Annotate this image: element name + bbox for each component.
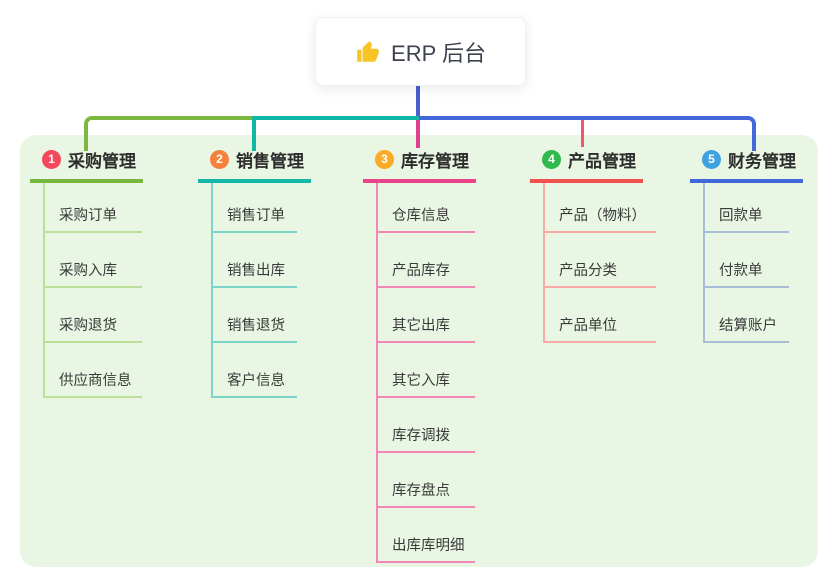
branch-purchase: 1 采购管理 采购订单采购入库采购退货供应商信息 (30, 147, 143, 398)
branch-index-badge: 2 (210, 150, 229, 169)
child-label: 采购退货 (59, 318, 117, 334)
branch-children: 采购订单采购入库采购退货供应商信息 (43, 183, 142, 398)
child-label: 采购订单 (59, 208, 117, 224)
child-node[interactable]: 库存盘点 (378, 453, 475, 508)
child-label: 库存盘点 (392, 483, 450, 499)
branch-header-product[interactable]: 4 产品管理 (530, 147, 643, 183)
branch-sales: 2 销售管理 销售订单销售出库销售退货客户信息 (198, 147, 311, 398)
child-label: 销售订单 (227, 208, 285, 224)
child-label: 库存调拨 (392, 428, 450, 444)
child-node[interactable]: 付款单 (705, 233, 789, 288)
connector-branch-purchase (84, 116, 256, 151)
branch-label: 财务管理 (728, 152, 796, 171)
child-node[interactable]: 销售出库 (213, 233, 297, 288)
branch-children: 产品（物料） 产品分类产品单位 (543, 183, 656, 343)
branch-header-finance[interactable]: 5 财务管理 (690, 147, 803, 183)
connector-branch-inventory-drop (416, 120, 420, 148)
child-node[interactable]: 仓库信息 (378, 183, 475, 233)
child-node[interactable]: 供应商信息 (45, 343, 142, 398)
child-label: 其它入库 (392, 373, 450, 389)
branch-children: 回款单付款单结算账户 (703, 183, 789, 343)
connector-branch-product-drop (581, 120, 584, 147)
child-label: 产品（物料） (559, 208, 646, 224)
root-node[interactable]: ERP 后台 (315, 17, 526, 86)
connector-root-vertical (416, 84, 420, 117)
child-label: 销售出库 (227, 263, 285, 279)
child-label: 回款单 (719, 208, 763, 224)
child-label: 产品单位 (559, 318, 617, 334)
branch-children: 销售订单销售出库销售退货客户信息 (211, 183, 297, 398)
child-node[interactable]: 产品分类 (545, 233, 656, 288)
branch-children: 仓库信息产品库存其它出库其它入库库存调拨库存盘点出库库明细 (376, 183, 475, 563)
child-node[interactable]: 产品（物料） (545, 183, 656, 233)
child-node[interactable]: 出库库明细 (378, 508, 475, 563)
branches-panel (20, 135, 818, 567)
child-label: 出库库明细 (392, 538, 465, 554)
branch-label: 库存管理 (401, 152, 469, 171)
branch-header-purchase[interactable]: 1 采购管理 (30, 147, 143, 183)
child-label: 采购入库 (59, 263, 117, 279)
child-node[interactable]: 产品单位 (545, 288, 656, 343)
child-label: 付款单 (719, 263, 763, 279)
child-label: 其它出库 (392, 318, 450, 334)
branch-finance: 5 财务管理 回款单付款单结算账户 (690, 147, 803, 343)
child-label: 结算账户 (719, 318, 777, 334)
child-node[interactable]: 回款单 (705, 183, 789, 233)
branch-label: 采购管理 (68, 152, 136, 171)
root-label: ERP 后台 (391, 40, 486, 66)
child-node[interactable]: 库存调拨 (378, 398, 475, 453)
child-label: 仓库信息 (392, 208, 450, 224)
child-node[interactable]: 采购退货 (45, 288, 142, 343)
child-label: 产品库存 (392, 263, 450, 279)
connector-branch-sales (252, 116, 423, 151)
child-node[interactable]: 产品库存 (378, 233, 475, 288)
child-node[interactable]: 销售订单 (213, 183, 297, 233)
child-node[interactable]: 采购入库 (45, 233, 142, 288)
branch-header-sales[interactable]: 2 销售管理 (198, 147, 311, 183)
child-label: 产品分类 (559, 263, 617, 279)
child-node[interactable]: 客户信息 (213, 343, 297, 398)
branch-header-inventory[interactable]: 3 库存管理 (363, 147, 476, 183)
child-label: 销售退货 (227, 318, 285, 334)
branch-label: 销售管理 (236, 152, 304, 171)
child-node[interactable]: 其它入库 (378, 343, 475, 398)
child-node[interactable]: 销售退货 (213, 288, 297, 343)
branch-label: 产品管理 (568, 152, 636, 171)
child-node[interactable]: 其它出库 (378, 288, 475, 343)
thumbs-up-icon (355, 39, 381, 65)
connector-branch-finance (419, 116, 756, 151)
child-node[interactable]: 采购订单 (45, 183, 142, 233)
branch-index-badge: 3 (375, 150, 394, 169)
branch-index-badge: 5 (702, 150, 721, 169)
branch-index-badge: 4 (542, 150, 561, 169)
child-label: 供应商信息 (59, 373, 132, 389)
branch-product: 4 产品管理 产品（物料） 产品分类产品单位 (530, 147, 656, 343)
child-label: 客户信息 (227, 373, 285, 389)
branch-index-badge: 1 (42, 150, 61, 169)
branch-inventory: 3 库存管理 仓库信息产品库存其它出库其它入库库存调拨库存盘点出库库明细 (363, 147, 476, 563)
child-node[interactable]: 结算账户 (705, 288, 789, 343)
